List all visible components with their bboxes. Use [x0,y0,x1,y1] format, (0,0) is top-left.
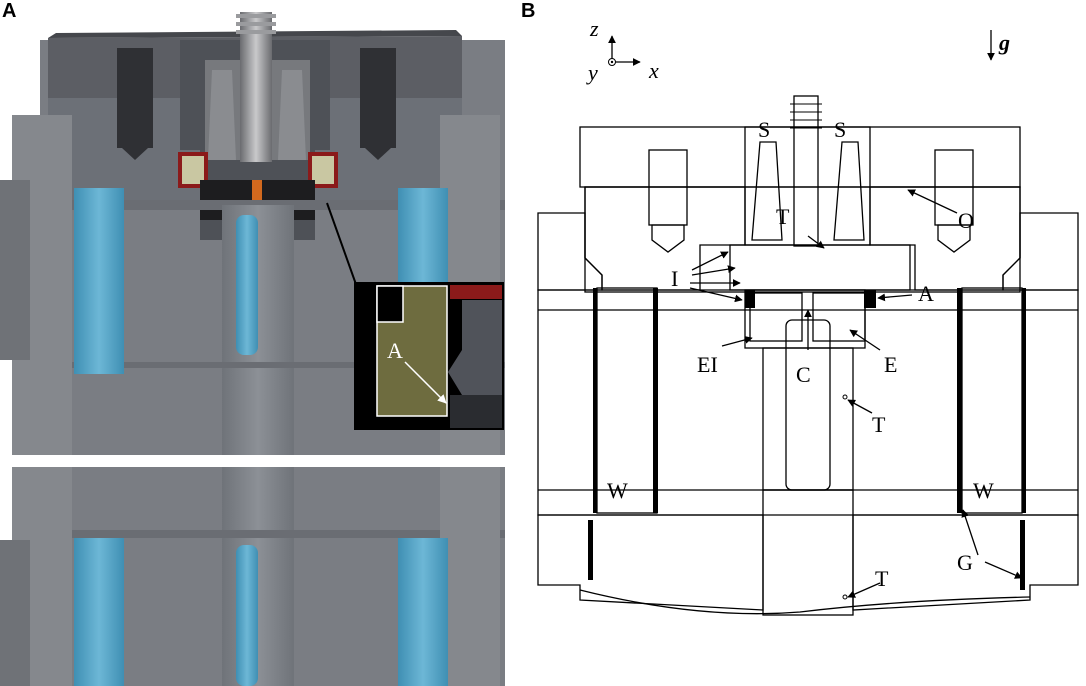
gravity-label: g [998,30,1010,55]
panel-letter-b: B [521,0,535,22]
central-rod [240,12,272,162]
panel-letter-a: A [2,0,16,22]
axis-x-label: x [648,58,659,83]
label-e: E [884,352,897,377]
axis-z-label: z [589,16,599,41]
label-s-left: S [758,117,770,142]
window-left-top [74,188,124,374]
axis-y-label: y [586,60,598,85]
label-t-top: T [776,204,790,229]
panel-b-leaders [689,189,1023,598]
label-i: I [671,266,678,291]
inset-label-a: A [387,338,403,363]
label-g: G [957,550,973,575]
panel-b-labels: S S T O I A EI C E T W W T G [607,117,994,591]
gravity-indicator: g [987,30,1010,61]
label-w-left: W [607,478,628,503]
zoom-inset: A [354,282,504,430]
panel-b-drawing [537,95,1079,616]
label-t-bottom: T [875,566,889,591]
label-a: A [918,281,934,306]
window-left-bottom [74,538,124,686]
label-ei: EI [697,352,718,377]
label-t-mid: T [872,412,886,437]
window-right-bottom [398,538,448,686]
axes-triad: z y x [586,16,659,85]
label-o: O [958,208,974,233]
label-s-right: S [834,117,846,142]
label-c: C [796,362,811,387]
label-w-right: W [973,478,994,503]
